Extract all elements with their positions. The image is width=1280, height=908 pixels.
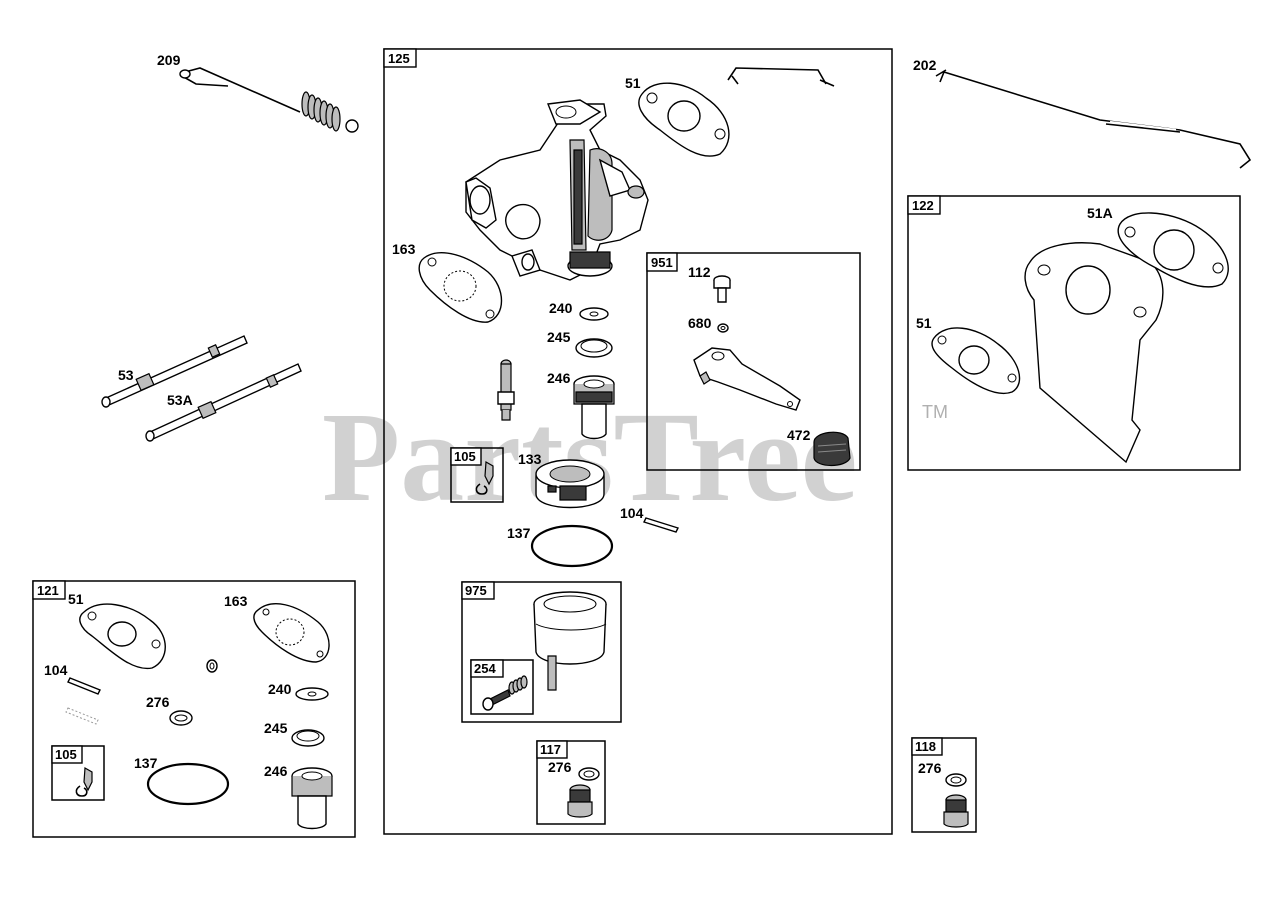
part-680-washer[interactable] (717, 323, 729, 333)
part-112-screw[interactable] (713, 275, 731, 303)
part-254-bowl-drain-screw[interactable] (482, 675, 528, 711)
callout-main-133: 133 (518, 451, 542, 467)
kit-117-label[interactable]: 117 (540, 742, 561, 757)
subkit-975-frame (461, 581, 622, 723)
assembly-125-label[interactable]: 125 (388, 51, 410, 66)
callout-main-163: 163 (392, 241, 416, 257)
kit-118-tag (911, 737, 943, 756)
kit-122-label[interactable]: 122 (912, 198, 934, 213)
kit121-part-105-needle[interactable] (75, 767, 93, 797)
kit-951-frame (646, 252, 861, 471)
callout-kit121-240: 240 (268, 681, 292, 697)
callout-main-245: 245 (547, 329, 571, 345)
part-carburetor-body[interactable] (465, 99, 649, 281)
callout-kit121-276: 276 (146, 694, 170, 710)
assembly-125-frame (383, 48, 893, 835)
kit118-part-bowl-nut[interactable] (943, 794, 969, 828)
kit-121-tag (32, 580, 66, 600)
kit121-part-246-jet[interactable] (291, 767, 333, 830)
part-104-float-pin[interactable] (643, 517, 679, 533)
kit-118-frame (911, 737, 977, 833)
part-240-washer[interactable] (579, 307, 609, 321)
callout-main-104: 104 (620, 505, 644, 521)
part-throttle-lever[interactable] (693, 347, 801, 411)
part-202-governor-link[interactable] (935, 69, 1252, 169)
callout-kit118-276: 276 (918, 760, 942, 776)
callout-kit117-276: 276 (548, 759, 572, 775)
callout-kit122-51: 51 (916, 315, 932, 331)
subkit-975-label[interactable]: 975 (465, 583, 487, 598)
subkit-105-label[interactable]: 105 (454, 449, 476, 464)
kit-951-tag (646, 252, 678, 272)
kit-122-tag (907, 195, 941, 215)
part-51a-gasket[interactable] (1117, 212, 1229, 288)
callout-kit121-137: 137 (134, 755, 158, 771)
part-51-intake-gasket[interactable] (638, 82, 730, 157)
kit117-part-bowl-nut[interactable] (567, 784, 593, 818)
callout-main-246: 246 (547, 370, 571, 386)
callout-202: 202 (913, 57, 937, 73)
kit-951-label[interactable]: 951 (651, 255, 673, 270)
kit121-part-104-pin[interactable] (67, 677, 101, 695)
part-choke-link-rod[interactable] (727, 67, 835, 87)
callout-kit121-163: 163 (224, 593, 248, 609)
part-975-float-bowl[interactable] (533, 591, 607, 691)
watermark-trademark: TM (922, 402, 948, 422)
kit118-part-276-oring[interactable] (945, 773, 967, 787)
callout-kit121-245: 245 (264, 720, 288, 736)
kit121-part-245-oring[interactable] (291, 729, 325, 747)
kit121-105-label[interactable]: 105 (55, 747, 77, 762)
kit-121-frame (32, 580, 356, 838)
subkit-254-tag (470, 659, 504, 678)
callout-53a: 53A (167, 392, 193, 408)
callout-main-240: 240 (549, 300, 573, 316)
part-472-pad[interactable] (813, 431, 851, 467)
kit122-part-51-gasket[interactable] (931, 327, 1021, 394)
callout-209: 209 (157, 52, 181, 68)
assembly-125-tag (383, 48, 417, 68)
part-105-inlet-needle[interactable] (475, 461, 494, 495)
callout-112: 112 (688, 264, 711, 280)
callout-53: 53 (118, 367, 134, 383)
callout-51a: 51A (1087, 205, 1113, 221)
part-53a-choke-shaft[interactable] (145, 363, 302, 442)
part-emulsion-tube[interactable] (497, 359, 515, 421)
part-245-oring[interactable] (575, 338, 613, 358)
kit121-part-276-oring[interactable] (169, 710, 193, 726)
kit-121-subkit-105-tag (51, 745, 83, 764)
subkit-254-label[interactable]: 254 (474, 661, 496, 676)
part-246-main-jet[interactable] (573, 375, 615, 440)
part-209-governor-spring[interactable] (179, 67, 359, 133)
kit121-part-51-gasket[interactable] (79, 603, 166, 670)
subkit-105-tag (450, 447, 482, 466)
callout-680: 680 (688, 315, 712, 331)
part-53-throttle-shaft[interactable] (101, 335, 248, 408)
kit-117-tag (536, 740, 568, 759)
kit121-part-washer[interactable] (206, 659, 218, 673)
kit-121-label[interactable]: 121 (37, 583, 59, 598)
part-133-float[interactable] (535, 459, 605, 509)
kit121-part-137-bowl-gasket[interactable] (146, 762, 230, 806)
callout-main-51: 51 (625, 75, 641, 91)
callout-kit121-246: 246 (264, 763, 288, 779)
kit121-part-pin-alt[interactable] (65, 707, 99, 725)
callout-main-137: 137 (507, 525, 531, 541)
kit-118-label[interactable]: 118 (915, 739, 936, 754)
subkit-975-tag (461, 581, 495, 600)
kit121-part-163-gasket[interactable] (253, 603, 330, 663)
kit117-part-276-oring[interactable] (578, 767, 600, 781)
kit-117-frame (536, 740, 606, 825)
kit121-part-240-washer[interactable] (295, 687, 329, 701)
callout-kit121-104: 104 (44, 662, 68, 678)
part-163-carburetor-gasket[interactable] (418, 252, 503, 323)
kit-122-frame (907, 195, 1241, 471)
part-137-float-bowl-gasket[interactable] (530, 524, 614, 568)
callout-kit121-51: 51 (68, 591, 84, 607)
callout-472: 472 (787, 427, 811, 443)
part-insulator-plate[interactable] (1024, 242, 1164, 464)
